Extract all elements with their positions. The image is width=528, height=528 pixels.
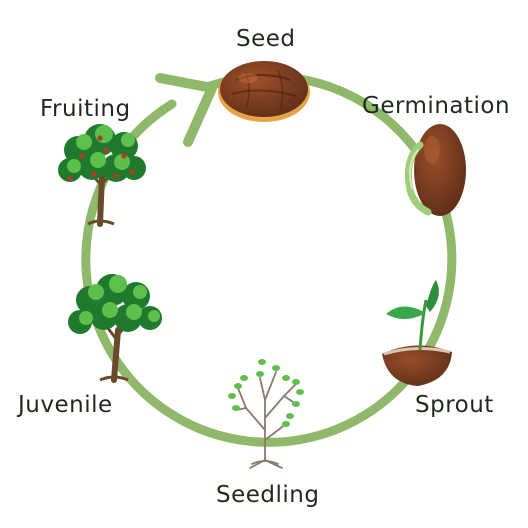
fruiting-tree-icon	[58, 124, 146, 227]
seed-icon	[218, 61, 310, 122]
stage-label-sprout: Sprout	[415, 392, 494, 418]
stage-label-fruiting: Fruiting	[40, 96, 131, 122]
stage-label-juvenile: Juvenile	[18, 392, 113, 418]
sprout-icon	[382, 280, 452, 386]
stage-label-seed: Seed	[236, 26, 296, 52]
juvenile-tree-icon	[68, 274, 162, 383]
germinating-seed-icon	[404, 124, 466, 216]
stage-label-seedling: Seedling	[216, 482, 320, 508]
stage-label-germination: Germination	[362, 93, 511, 119]
cycle-arrow-icon	[155, 73, 217, 147]
seedling-icon	[228, 359, 304, 469]
cycle-ring	[81, 71, 457, 447]
